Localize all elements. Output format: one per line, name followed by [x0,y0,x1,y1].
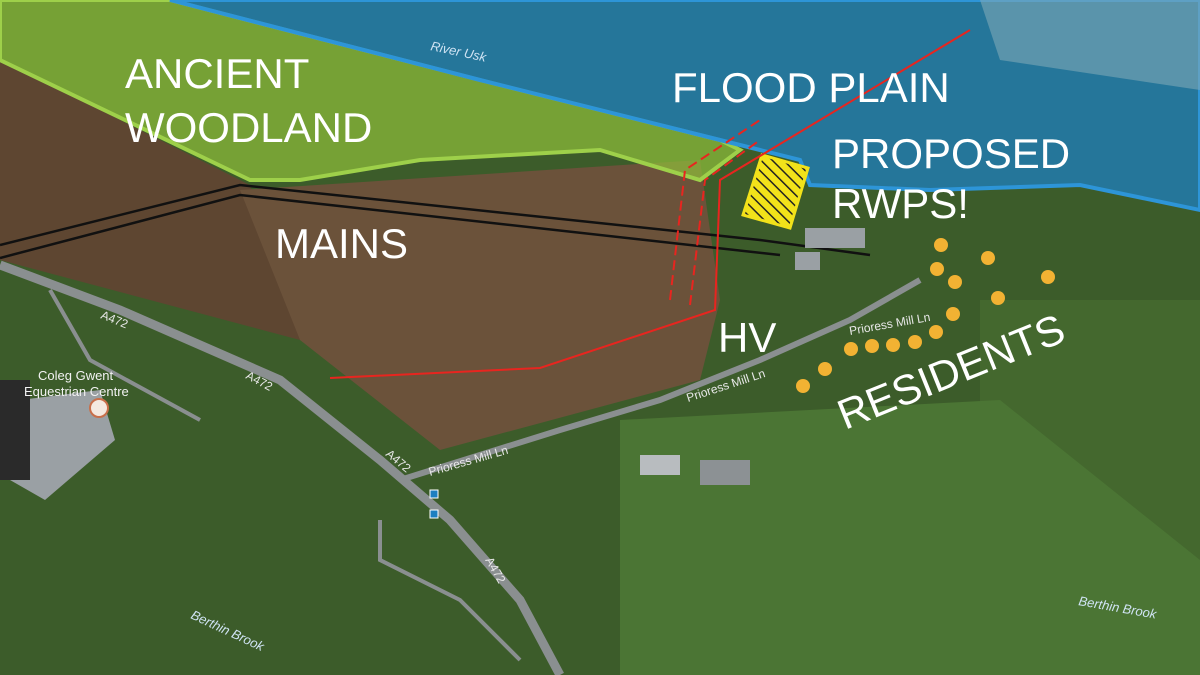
resident-marker [844,342,858,356]
bus-stop-icon[interactable] [429,509,439,519]
flood-plain-label: FLOOD PLAIN [672,64,950,111]
poi-label-line2: Equestrian Centre [24,384,129,399]
ploughed-field-west [0,60,300,340]
proposed-label: PROPOSED [832,130,1070,177]
resident-marker [981,251,995,265]
barn [640,455,680,475]
road-prioress-mill-ln [399,277,922,483]
resident-marker [818,362,832,376]
woodland-label: WOODLAND [125,104,372,151]
hv-line-3 [689,139,761,306]
proposed-label: RWPS! [832,180,969,227]
farm-building [805,228,865,248]
resident-marker [948,275,962,289]
mains-line-2 [0,193,781,260]
resident-marker [991,291,1005,305]
resident-marker [934,238,948,252]
resident-marker [796,379,810,393]
mains-label: MAINS [275,220,408,267]
field-south [620,400,1200,675]
hv-label: HV [718,314,776,361]
farm-building [795,252,820,270]
resident-marker [930,262,944,276]
river-field [980,0,1200,90]
flood-plain-area [169,0,1200,213]
barn [700,460,750,485]
buildings-dark [0,380,30,480]
road-a472 [0,260,564,675]
resident-marker [929,325,943,339]
hv-line-1 [329,29,971,379]
woodland-label: ANCIENT [125,50,309,97]
road-minor [48,289,201,422]
resident-marker [908,335,922,349]
bus-stop-icon[interactable] [429,489,439,499]
resident-markers [796,238,1055,393]
buildings-left [10,390,115,500]
equestrian-centre-icon[interactable] [89,398,109,418]
resident-marker [886,338,900,352]
road-minor-2 [378,520,522,662]
resident-marker [1041,270,1055,284]
proposed-rwps-site[interactable] [741,153,810,230]
resident-marker [865,339,879,353]
resident-marker [946,307,960,321]
poi-label-line1: Coleg Gwent [38,368,114,383]
